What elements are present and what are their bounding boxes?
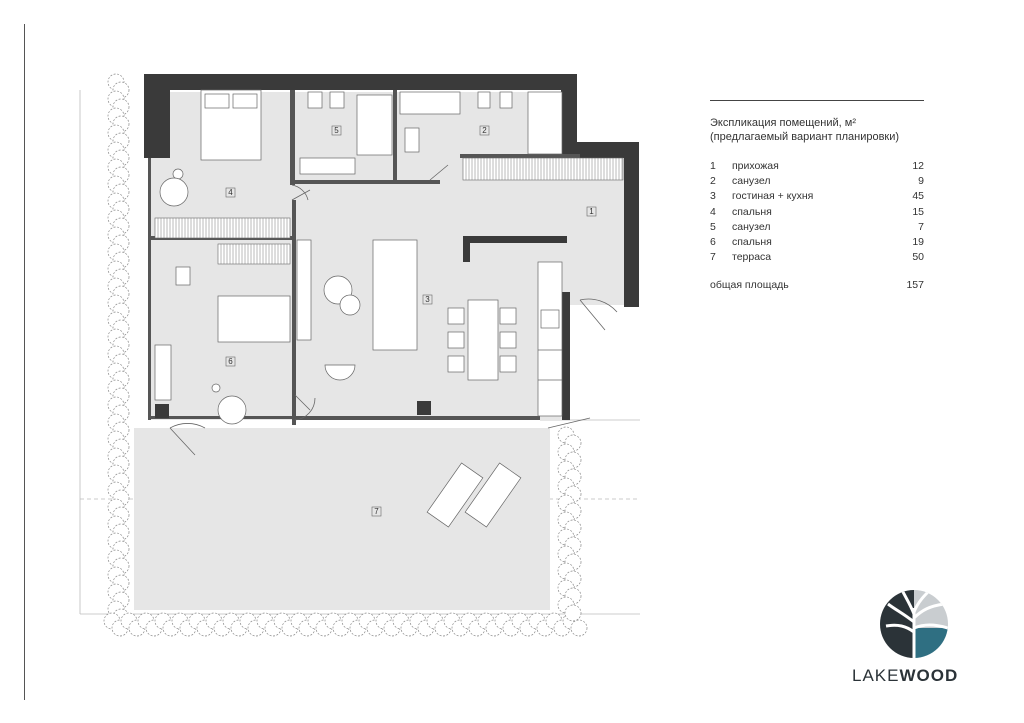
legend-title-line2: (предлагаемый вариант планировки) [710, 131, 900, 143]
room6-box [225, 356, 236, 367]
legend-name: санузел [732, 175, 771, 188]
room-label-6: 6 [228, 357, 233, 366]
floor-plan: 1 2 3 4 5 6 7 [79, 73, 640, 637]
legend-area: 12 [912, 160, 924, 172]
page-margin-line [24, 24, 25, 700]
exterior-walls [144, 74, 639, 420]
room5-box [331, 125, 342, 136]
legend-name: гостиная + кухня [732, 190, 814, 203]
furniture [154, 89, 563, 528]
legend-row: 5 санузел 7 [710, 220, 924, 235]
legend-rule [710, 100, 924, 101]
legend-num: 5 [710, 220, 716, 233]
legend-num: 4 [710, 205, 716, 218]
legend-row: 7 терраса 50 [710, 250, 924, 265]
legend-total-label: общая площадь [710, 279, 789, 292]
brand-bold: WOOD [899, 666, 959, 685]
legend-area: 7 [918, 220, 924, 233]
legend-row: 4 спальня 15 [710, 205, 924, 220]
legend-area: 15 [912, 205, 924, 218]
brand-wordmark: LAKEWOOD [852, 666, 958, 686]
wardrobes [154, 157, 624, 265]
room-label-3: 3 [425, 295, 430, 304]
legend-num: 3 [710, 190, 716, 203]
legend-name: прихожая [732, 160, 779, 172]
room-label-2: 2 [482, 126, 487, 135]
legend-name: санузел [732, 220, 771, 233]
room2-box [479, 125, 490, 136]
legend-table: 1 прихожая 12 2 санузел 9 3 гостиная + кухня 4… [710, 159, 924, 265]
room4-box [225, 187, 236, 198]
legend-area: 9 [918, 175, 924, 188]
door-swings [169, 164, 618, 456]
legend-area: 45 [912, 190, 924, 203]
room-label-5: 5 [334, 126, 339, 135]
room3-box [422, 294, 433, 305]
legend-name: спальня [732, 205, 772, 218]
room-label-1: 1 [589, 207, 594, 216]
legend-num: 7 [710, 251, 716, 264]
legend-name: спальня [732, 236, 772, 249]
hedge-plants [103, 73, 588, 637]
legend-row: 3 гостиная + кухня 45 [710, 189, 924, 204]
legend-row: 6 спальня 19 [710, 235, 924, 250]
brand-light: LAKE [852, 666, 900, 685]
room7-box [371, 506, 382, 517]
room-label-7: 7 [374, 507, 379, 516]
legend-area: 19 [912, 236, 924, 249]
tree-logo-icon [880, 590, 948, 658]
legend-title-line1: Экспликация помещений, м² [710, 117, 856, 129]
lakewood-logo: LAKEWOOD [852, 588, 982, 688]
legend-area: 50 [912, 251, 924, 264]
legend-total: общая площадь 157 [710, 279, 924, 291]
bush [570, 619, 588, 637]
legend-num: 1 [710, 160, 716, 172]
room-legend: Экспликация помещений, м² (предлагаемый … [710, 100, 924, 291]
room1-box [586, 206, 597, 217]
legend-row: 2 санузел 9 [710, 174, 924, 189]
room-label-4: 4 [228, 188, 233, 197]
column-left [155, 404, 169, 418]
bush [564, 604, 582, 622]
legend-num: 2 [710, 175, 716, 188]
column-center [417, 401, 431, 415]
legend-num: 6 [710, 236, 716, 249]
legend-total-value: 157 [906, 279, 924, 292]
legend-row: 1 прихожая 12 [710, 159, 924, 174]
legend-name: терраса [732, 251, 772, 264]
